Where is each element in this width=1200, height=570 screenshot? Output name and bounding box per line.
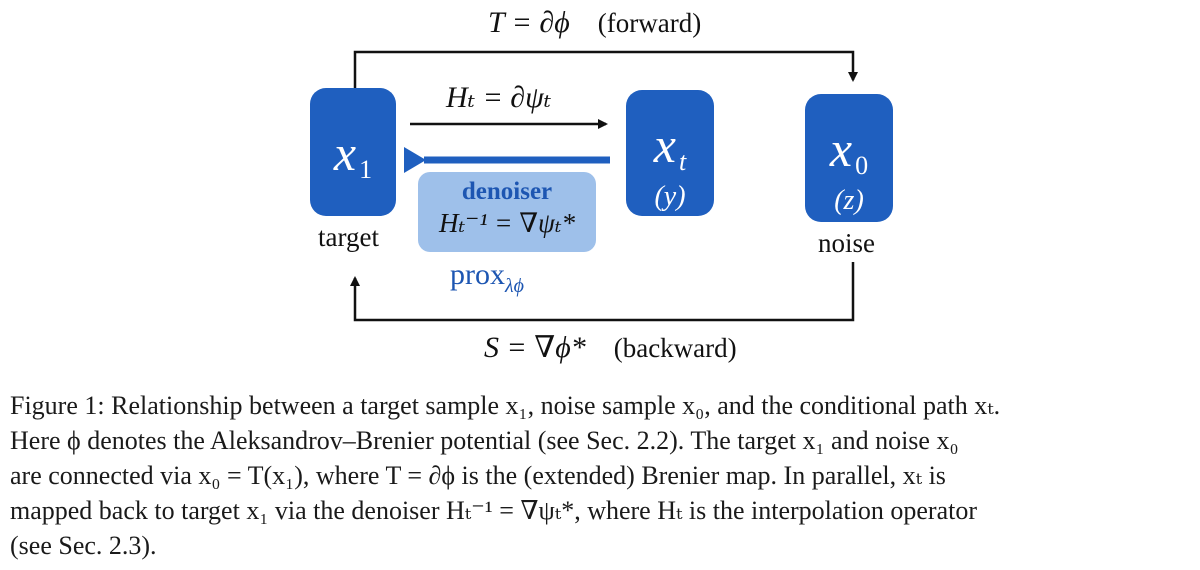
node-x1-label: target: [318, 222, 379, 252]
node-x0-label: noise: [818, 228, 875, 258]
caption-line: Figure 1: Relationship between a target …: [10, 391, 1001, 420]
interpolation-equation: Hₜ = ∂ψₜ: [446, 80, 551, 115]
backward-equation-text: S = ∇ϕ*: [484, 331, 586, 364]
caption-line: Here ϕ denotes the Aleksandrov–Brenier p…: [10, 426, 959, 455]
interpolation-equation-text: Hₜ = ∂ψₜ: [446, 81, 552, 114]
node-xt-paren: (y): [654, 181, 686, 212]
caption-line: mapped back to target x₁ via the denoise…: [10, 496, 977, 525]
caption-line: (see Sec. 2.3).: [10, 531, 157, 560]
forward-arrow: [353, 50, 858, 88]
forward-equation-text: T = ∂ϕ: [488, 6, 570, 39]
backward-equation: S = ∇ϕ* (backward): [484, 330, 737, 365]
prox-label: proxλϕ: [450, 258, 525, 297]
denoiser-title: denoiser: [461, 178, 553, 205]
figure-caption: Figure 1: Relationship between a target …: [10, 388, 1192, 563]
denoiser-box: denoiser Hₜ⁻¹ = ∇ψₜ*: [418, 172, 596, 252]
denoiser-equation: Hₜ⁻¹ = ∇ψₜ*: [438, 208, 575, 238]
node-x0-paren: (z): [834, 185, 864, 216]
backward-arrow: [350, 262, 855, 322]
forward-equation: T = ∂ϕ (forward): [488, 6, 701, 40]
caption-line: are connected via x₀ = T(x₁), where T = …: [10, 461, 946, 490]
forward-note: (forward): [597, 8, 702, 38]
backward-note: (backward): [613, 333, 737, 363]
